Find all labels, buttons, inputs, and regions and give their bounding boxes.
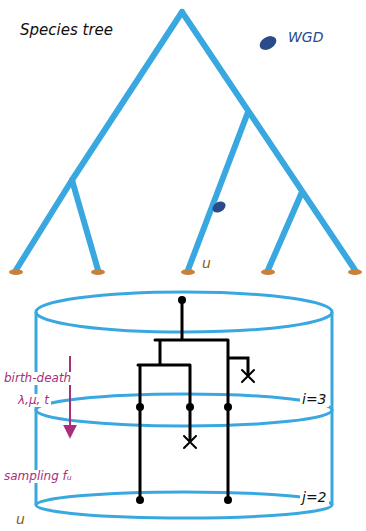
tree-branch [188, 112, 248, 270]
gene-tree [138, 300, 254, 500]
gene-node [186, 403, 194, 411]
gene-node [178, 296, 186, 304]
leaf-label: u [14, 512, 27, 527]
event-label: WGD [286, 30, 325, 45]
gene-branch [138, 300, 248, 407]
gene-branch [140, 407, 228, 500]
leaf-mark [261, 269, 275, 275]
tree-branch [268, 192, 302, 270]
gene-node [136, 403, 144, 411]
leaf-mark [9, 269, 23, 275]
cylinder-bottom [36, 492, 332, 518]
leaf-mark [181, 269, 195, 275]
tree-branch [72, 180, 98, 270]
count-label: i=3 [300, 392, 329, 407]
title-label: Species tree [18, 22, 115, 39]
tree-branch [182, 12, 355, 270]
species-tree [16, 12, 355, 270]
gene-node [136, 496, 144, 504]
gene-nodes [136, 296, 232, 504]
leaf-marks [9, 269, 362, 275]
process-label: birth-death [2, 372, 73, 385]
gene-node [224, 403, 232, 411]
wgd-mark [257, 33, 279, 52]
leaf-mark [91, 269, 105, 275]
loss-mark [184, 436, 196, 448]
loss-mark [242, 370, 254, 382]
time-arrow [69, 356, 71, 436]
gene-node [224, 496, 232, 504]
cylinder-top [36, 292, 332, 332]
count-label: j=2 [300, 490, 329, 505]
parameter-label: λ,μ, t [16, 394, 51, 407]
cylinder [36, 292, 332, 518]
sampling-label: sampling fᵤ [2, 470, 74, 483]
leaf-label: u [200, 256, 213, 271]
leaf-mark [348, 269, 362, 275]
tree-branch [16, 12, 182, 270]
wgd-mark [210, 199, 227, 215]
cylinder-slice [36, 394, 332, 426]
